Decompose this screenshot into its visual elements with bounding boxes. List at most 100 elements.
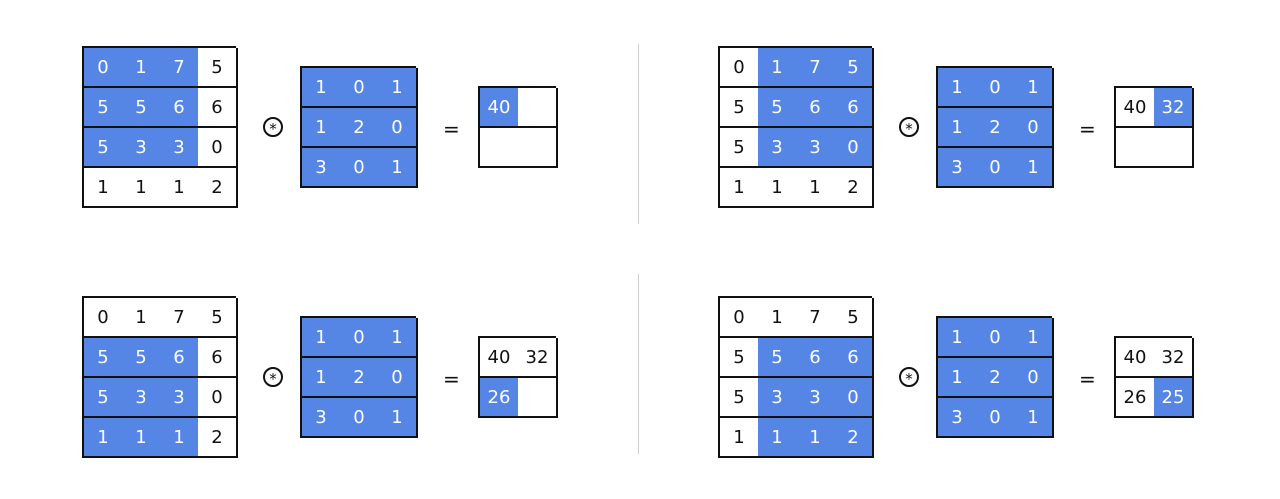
convolution-operator-icon: * [263, 367, 283, 387]
input-matrix-cell: 1 [796, 168, 836, 208]
kernel-matrix-cell: 1 [1014, 148, 1054, 188]
convolution-operator-icon: * [899, 117, 919, 137]
input-matrix-cell: 0 [720, 298, 760, 338]
input-matrix-cell: 3 [758, 128, 798, 168]
input-matrix-cell: 6 [796, 338, 836, 378]
input-matrix-cell: 2 [834, 418, 874, 458]
panel-divider [638, 274, 639, 454]
kernel-matrix-cell: 0 [976, 318, 1016, 358]
input-matrix-cell: 0 [84, 48, 124, 88]
kernel-matrix-cell: 0 [976, 398, 1016, 438]
kernel-matrix-cell: 0 [340, 68, 380, 108]
input-matrix-cell: 3 [122, 128, 162, 168]
kernel-matrix-cell: 0 [976, 68, 1016, 108]
input-matrix-cell: 5 [720, 88, 760, 128]
kernel-matrix-cell: 2 [976, 108, 1016, 148]
kernel-matrix-cell: 1 [1014, 68, 1054, 108]
input-matrix-cell: 5 [84, 88, 124, 128]
kernel-matrix-cell: 1 [378, 318, 418, 358]
output-matrix-cell [1154, 128, 1194, 168]
input-matrix-cell: 3 [122, 378, 162, 418]
kernel-matrix-cell: 0 [378, 358, 418, 398]
input-matrix-cell: 5 [720, 338, 760, 378]
input-matrix-cell: 0 [720, 48, 760, 88]
output-matrix-cell [518, 378, 558, 418]
input-matrix-cell: 1 [758, 48, 798, 88]
convolution-operator-symbol: * [905, 119, 913, 138]
kernel-matrix-cell: 1 [1014, 398, 1054, 438]
convolution-operator-symbol: * [269, 119, 277, 138]
kernel-matrix-cell: 3 [938, 398, 978, 438]
input-matrix-cell: 2 [834, 168, 874, 208]
input-matrix-cell: 6 [796, 88, 836, 128]
input-matrix-cell: 0 [198, 128, 238, 168]
kernel-matrix-cell: 0 [340, 148, 380, 188]
input-matrix-cell: 5 [834, 298, 874, 338]
input-matrix-cell: 1 [122, 418, 162, 458]
kernel-matrix-cell: 1 [938, 318, 978, 358]
input-matrix-cell: 7 [796, 48, 836, 88]
input-matrix-cell: 5 [122, 338, 162, 378]
input-matrix-cell: 3 [160, 128, 200, 168]
input-matrix-cell: 7 [796, 298, 836, 338]
output-matrix-cell: 32 [518, 338, 558, 378]
kernel-matrix-cell: 1 [938, 358, 978, 398]
input-matrix-cell: 0 [198, 378, 238, 418]
kernel-matrix-cell: 0 [378, 108, 418, 148]
kernel-matrix-cell: 1 [378, 68, 418, 108]
input-matrix-cell: 1 [122, 298, 162, 338]
input-matrix-cell: 7 [160, 48, 200, 88]
kernel-matrix-cell: 1 [302, 318, 342, 358]
input-matrix-cell: 6 [834, 88, 874, 128]
input-matrix-cell: 5 [84, 378, 124, 418]
output-matrix-cell: 40 [480, 338, 520, 378]
input-matrix-cell: 6 [160, 88, 200, 128]
kernel-matrix-cell: 0 [1014, 108, 1054, 148]
output-matrix-cell [518, 88, 558, 128]
output-matrix-cell [1116, 128, 1156, 168]
equals-operator: = [1079, 367, 1096, 391]
input-matrix-cell: 5 [720, 128, 760, 168]
kernel-matrix-cell: 3 [302, 398, 342, 438]
output-matrix-cell: 32 [1154, 88, 1194, 128]
output-matrix-cell [518, 128, 558, 168]
input-matrix-cell: 7 [160, 298, 200, 338]
input-matrix-cell: 0 [84, 298, 124, 338]
kernel-matrix-cell: 1 [938, 108, 978, 148]
input-matrix-cell: 5 [198, 298, 238, 338]
input-matrix-cell: 1 [84, 418, 124, 458]
convolution-operator-icon: * [263, 117, 283, 137]
input-matrix-cell: 1 [122, 48, 162, 88]
kernel-matrix-cell: 2 [340, 358, 380, 398]
output-matrix-cell [480, 128, 520, 168]
input-matrix-cell: 5 [84, 128, 124, 168]
kernel-matrix-cell: 1 [302, 68, 342, 108]
input-matrix-cell: 1 [758, 298, 798, 338]
input-matrix-cell: 6 [198, 338, 238, 378]
kernel-matrix-cell: 1 [378, 148, 418, 188]
input-matrix-cell: 1 [758, 168, 798, 208]
input-matrix-cell: 1 [122, 168, 162, 208]
input-matrix-cell: 5 [84, 338, 124, 378]
input-matrix-cell: 1 [796, 418, 836, 458]
output-matrix-cell: 32 [1154, 338, 1194, 378]
input-matrix-cell: 2 [198, 168, 238, 208]
output-matrix-cell: 26 [480, 378, 520, 418]
input-matrix-cell: 5 [720, 378, 760, 418]
output-matrix-cell: 40 [480, 88, 520, 128]
input-matrix-cell: 1 [160, 168, 200, 208]
kernel-matrix-cell: 3 [302, 148, 342, 188]
input-matrix-cell: 1 [758, 418, 798, 458]
kernel-matrix-cell: 1 [302, 108, 342, 148]
output-matrix-cell: 25 [1154, 378, 1194, 418]
input-matrix-cell: 3 [758, 378, 798, 418]
